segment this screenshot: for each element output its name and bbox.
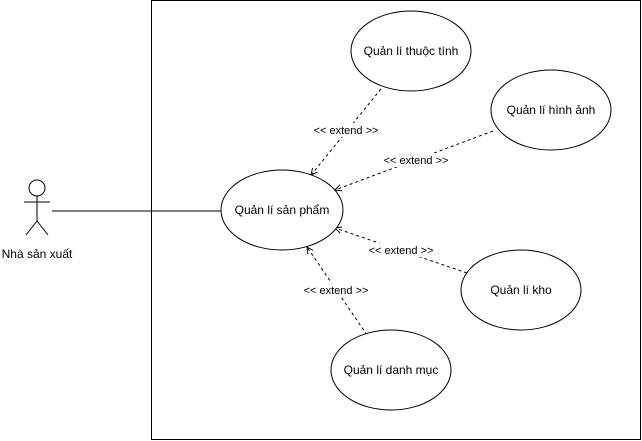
use-case-warehouse-ellipse: [460, 249, 582, 331]
actor-label: Nhà sản xuất: [2, 247, 73, 261]
extend-label-images: << extend >>: [384, 155, 449, 167]
use-case-images-ellipse: [490, 69, 612, 151]
extend-label-bg-attributes: [312, 123, 380, 137]
use-case-main[interactable]: Quản lí sản phẩm: [220, 169, 344, 251]
extend-label-attributes: << extend >>: [314, 125, 379, 137]
actor-right-leg: [36, 220, 49, 236]
use-case-main-ellipse: [220, 169, 344, 251]
actor-manufacturer[interactable]: Nhà sản xuất: [2, 179, 73, 261]
use-case-warehouse[interactable]: Quản lí kho: [460, 249, 582, 331]
use-case-attributes-ellipse: [350, 10, 472, 92]
actor-head: [28, 179, 46, 197]
extend-label-categories: << extend >>: [304, 285, 369, 297]
extend-arrow-warehouse: [335, 228, 468, 274]
extend-label-bg-images: [382, 153, 450, 167]
use-case-categories-ellipse: [330, 329, 452, 411]
use-case-main-label: Quản lí sản phẩm: [235, 203, 330, 217]
actor-left-leg: [25, 220, 38, 236]
use-case-categories-label: Quản lí danh mục: [344, 363, 439, 377]
use-case-categories[interactable]: Quản lí danh mục: [330, 329, 452, 411]
use-case-attributes-label: Quản lí thuộc tính: [364, 44, 459, 58]
extend-label-bg-categories: [302, 283, 370, 297]
use-case-images-label: Quản lí hình ảnh: [507, 103, 596, 117]
use-case-images[interactable]: Quản lí hình ảnh: [490, 69, 612, 151]
use-case-attributes[interactable]: Quản lí thuộc tính: [350, 10, 472, 92]
extend-label-bg-warehouse: [367, 243, 435, 257]
use-case-warehouse-label: Quản lí kho: [490, 283, 552, 297]
extend-label-warehouse: << extend >>: [369, 245, 434, 257]
